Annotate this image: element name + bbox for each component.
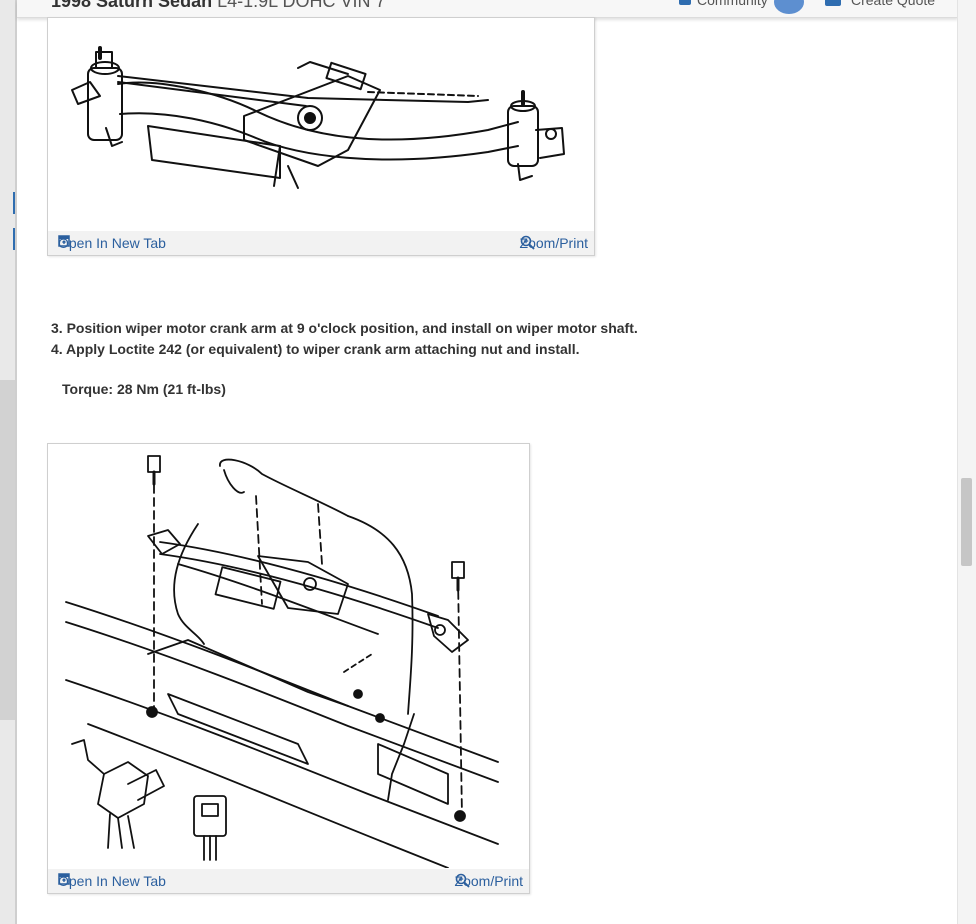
left-nav-marker <box>13 192 16 214</box>
scrollbar-thumb[interactable] <box>961 478 972 566</box>
left-panel-strip <box>0 380 15 720</box>
zoom-print-link[interactable]: Zoom/Print <box>519 235 588 251</box>
add-document-icon <box>825 0 841 6</box>
left-gutter <box>0 0 16 924</box>
open-in-new-tab-link[interactable]: Open In New Tab <box>58 235 166 251</box>
sticky-header: 1998 Saturn Sedan L4-1.9L DOHC VIN 7 Com… <box>17 0 958 18</box>
wiper-module-install-diagram <box>65 455 499 868</box>
figure-footer: Open In New Tab Zoom/Print <box>48 869 529 893</box>
vehicle-engine: L4-1.9L DOHC VIN 7 <box>217 0 386 11</box>
instruction-steps: 3. Position wiper motor crank arm at 9 o… <box>51 318 638 360</box>
figure-footer: Open In New Tab Zoom/Print <box>48 231 594 255</box>
chat-icon <box>679 0 691 5</box>
zoom-in-icon <box>455 873 470 888</box>
community-link[interactable]: Community <box>679 0 768 8</box>
frame-edge <box>15 0 17 924</box>
open-in-new-tab-icon <box>58 873 70 885</box>
create-quote-link[interactable]: Create Quote <box>851 0 936 8</box>
step-4: 4. Apply Loctite 242 (or equivalent) to … <box>51 341 580 357</box>
vehicle-title: 1998 Saturn Sedan L4-1.9L DOHC VIN 7 <box>51 0 386 12</box>
step-3: 3. Position wiper motor crank arm at 9 o… <box>51 320 638 336</box>
avatar[interactable] <box>774 0 804 14</box>
figure-wiper-linkage: Open In New Tab Zoom/Print <box>47 17 595 256</box>
figure-wiper-module-install: Open In New Tab Zoom/Print <box>47 443 530 894</box>
open-in-new-tab-link[interactable]: Open In New Tab <box>58 873 166 889</box>
wiper-linkage-diagram <box>71 46 565 189</box>
zoom-print-link[interactable]: Zoom/Print <box>454 873 523 889</box>
left-nav-marker <box>13 228 16 250</box>
open-in-new-tab-icon <box>58 235 70 247</box>
zoom-in-icon <box>520 235 535 250</box>
page-scrollbar[interactable] <box>957 0 976 924</box>
torque-spec: Torque: 28 Nm (21 ft-lbs) <box>62 381 226 397</box>
